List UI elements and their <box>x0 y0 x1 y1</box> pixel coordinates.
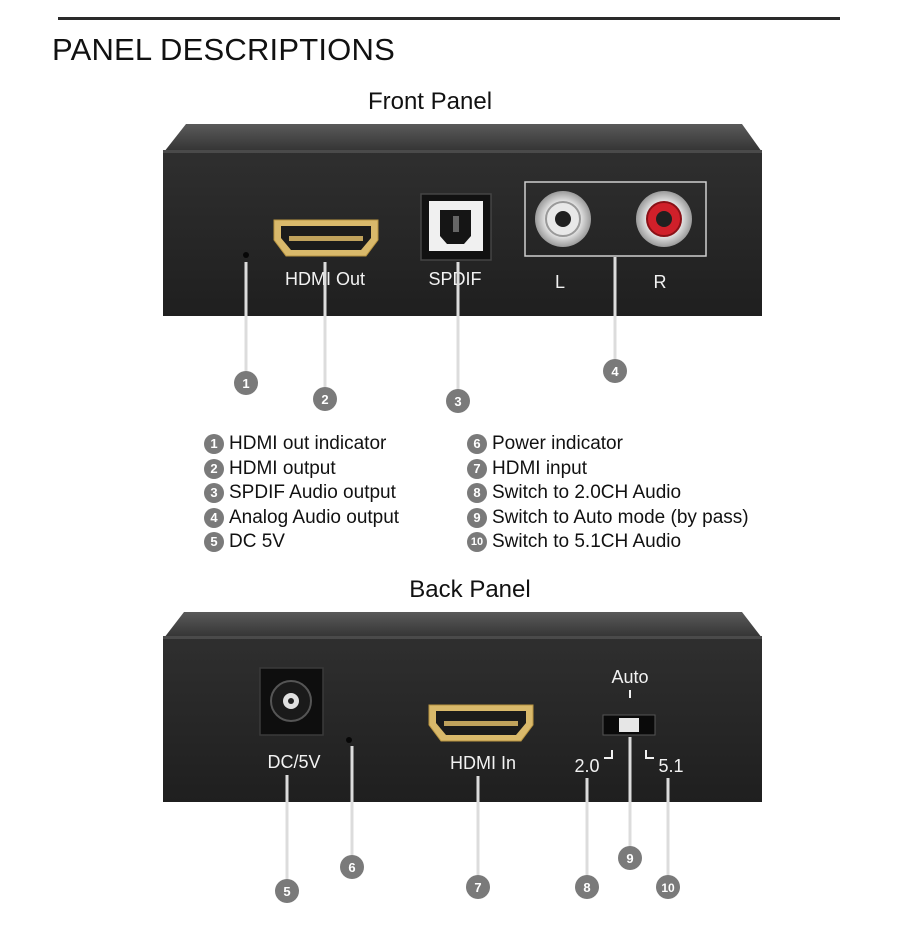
svg-text:6: 6 <box>348 860 355 875</box>
callout-7: 7 <box>466 875 490 899</box>
hdmi-in-port <box>428 704 534 742</box>
svg-text:10: 10 <box>661 881 675 895</box>
front-device: HDMI Out SPDIF L R <box>163 124 762 316</box>
callout-10: 10 <box>656 875 680 899</box>
legend-text: Switch to 5.1CH Audio <box>492 531 682 553</box>
ch20-label: 2.0 <box>574 756 599 776</box>
back-device: DC/5V HDMI In Auto 2.0 5.1 <box>163 612 762 802</box>
svg-text:9: 9 <box>626 851 633 866</box>
top-rule <box>58 17 840 20</box>
legend-number: 5 <box>204 532 224 553</box>
power-indicator <box>346 737 352 743</box>
legend-number: 6 <box>467 434 487 455</box>
legend-text: HDMI out indicator <box>229 433 387 455</box>
callout-6: 6 <box>340 855 364 879</box>
spdif-port <box>420 193 492 261</box>
svg-text:5: 5 <box>283 884 290 899</box>
legend-text: Switch to Auto mode (by pass) <box>492 506 749 528</box>
legend-number: 4 <box>204 507 224 528</box>
svg-text:2: 2 <box>321 392 328 407</box>
hdmi-out-port <box>273 219 379 257</box>
rca-right-label: R <box>654 272 667 292</box>
back-leader-lines <box>285 737 670 880</box>
legend-text: HDMI output <box>229 457 336 479</box>
legend-number: 10 <box>467 532 487 553</box>
callout-9: 9 <box>618 846 642 870</box>
callout-8: 8 <box>575 875 599 899</box>
svg-text:4: 4 <box>611 364 619 379</box>
front-callouts: 1 2 3 4 <box>234 359 627 413</box>
legend-number: 8 <box>467 483 487 504</box>
callout-4: 4 <box>603 359 627 383</box>
spdif-label: SPDIF <box>428 269 481 289</box>
rca-box <box>524 181 707 257</box>
dc-jack <box>259 667 324 736</box>
legend-text: Switch to 2.0CH Audio <box>492 482 682 504</box>
svg-text:1: 1 <box>242 376 249 391</box>
back-panel-title: Back Panel <box>409 576 531 603</box>
legend-text: HDMI input <box>492 457 588 479</box>
dc-label: DC/5V <box>267 752 320 772</box>
back-callouts: 5 6 7 8 9 10 <box>275 846 680 903</box>
legend-number: 7 <box>467 458 487 479</box>
svg-text:8: 8 <box>583 880 590 895</box>
legend-number: 9 <box>467 507 487 528</box>
callout-1: 1 <box>234 371 258 395</box>
legend-text: SPDIF Audio output <box>229 482 396 504</box>
rca-right-jack <box>636 191 692 247</box>
callout-2: 2 <box>313 387 337 411</box>
hdmi-in-label: HDMI In <box>450 753 516 773</box>
legend-text: Analog Audio output <box>229 506 400 528</box>
legend-text: DC 5V <box>229 531 285 553</box>
rca-left-jack <box>535 191 591 247</box>
svg-text:3: 3 <box>454 394 461 409</box>
rca-left-label: L <box>555 272 565 292</box>
page-heading: PANEL DESCRIPTIONS <box>52 32 395 67</box>
front-leader-lines <box>244 257 617 390</box>
hdmi-out-indicator <box>243 252 249 258</box>
callout-3: 3 <box>446 389 470 413</box>
svg-text:7: 7 <box>474 880 481 895</box>
legend-text: Power indicator <box>492 433 623 455</box>
audio-mode-switch[interactable] <box>602 714 656 736</box>
ch51-label: 5.1 <box>658 756 683 776</box>
legend-number: 1 <box>204 434 224 455</box>
callout-5: 5 <box>275 879 299 903</box>
auto-label: Auto <box>611 667 648 687</box>
legend-number: 2 <box>204 458 224 479</box>
front-panel-title: Front Panel <box>367 88 493 115</box>
legend-number: 3 <box>204 483 224 504</box>
